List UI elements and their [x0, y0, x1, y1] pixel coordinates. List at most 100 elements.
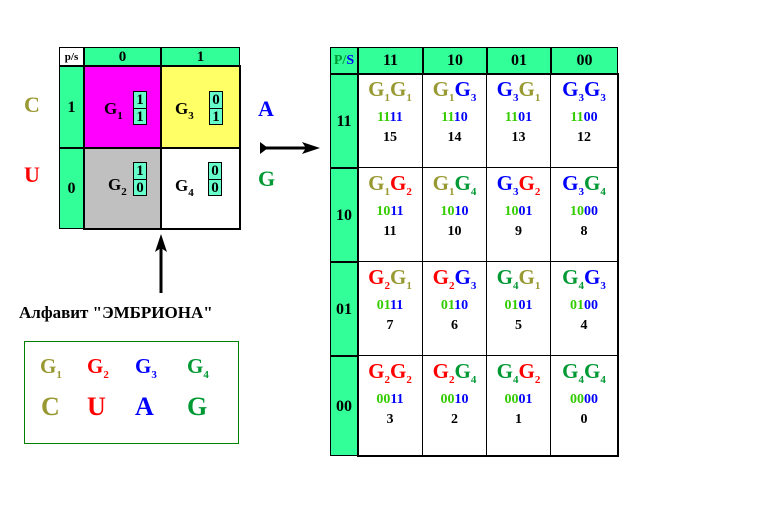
alphabet-title: Алфавит "ЭМБРИОНА" — [19, 303, 213, 322]
big-table-cell: G4G2 0001 1 — [487, 356, 551, 456]
decimal-number: 12 — [577, 130, 591, 145]
small-map-divider-v — [160, 66, 162, 229]
binary-code: 1001 — [487, 204, 550, 220]
code-high: 00 — [570, 392, 584, 407]
decimal-number: 6 — [451, 318, 458, 333]
first-letter: G3 — [496, 77, 519, 104]
codon-pair: G2G3 — [423, 266, 486, 292]
alphabet-letter-u: U — [87, 392, 106, 421]
code-high: 10 — [440, 204, 455, 219]
binary-code: 1110 — [423, 110, 486, 126]
first-letter: G1 — [368, 171, 390, 198]
binary-code: 1100 — [551, 110, 617, 126]
binary-code: 0000 — [551, 392, 617, 408]
code-high: 01 — [570, 298, 584, 313]
side-letter-u: U — [24, 162, 40, 187]
decimal-number: 2 — [451, 412, 458, 427]
first-letter: G1 — [432, 171, 455, 198]
code-low: 11 — [390, 204, 404, 219]
side-letter-a: A — [258, 96, 274, 121]
binary-code: 0110 — [423, 298, 486, 314]
small-map-row-header-0: 0 — [59, 148, 84, 229]
second-letter: G4 — [584, 171, 606, 198]
code-high: 01 — [376, 298, 390, 313]
corner-p: P/ — [333, 53, 347, 68]
big-table-row-header: 00 — [330, 356, 358, 456]
second-letter: G4 — [454, 359, 477, 386]
codon-pair: G2G2 — [358, 360, 422, 386]
big-table-col-header: 10 — [423, 47, 487, 74]
codon-pair: G3G3 — [551, 78, 617, 104]
codon-pair: G1G4 — [423, 172, 486, 198]
code-low: 00 — [584, 298, 598, 313]
binary-code: 0111 — [358, 298, 422, 314]
code-low: 01 — [518, 110, 533, 125]
second-letter: G1 — [390, 77, 412, 104]
decimal-number: 0 — [580, 412, 588, 427]
binary-code: 1101 — [487, 110, 550, 126]
alphabet-g1: G1 — [40, 354, 62, 381]
first-letter: G4 — [562, 359, 584, 386]
second-letter: G3 — [584, 77, 606, 104]
first-letter: G1 — [368, 77, 390, 104]
second-letter: G3 — [454, 77, 477, 104]
code-low: 01 — [518, 204, 533, 219]
alphabet-box: G1 G2 G3 G4 C U A G — [24, 341, 239, 444]
decimal-number: 10 — [447, 224, 462, 239]
code-low: 10 — [454, 392, 469, 407]
decimal-number: 5 — [515, 318, 522, 333]
alphabet-letter-c: C — [41, 392, 60, 421]
code-low: 01 — [518, 298, 533, 313]
big-table-row-header: 01 — [330, 262, 358, 356]
first-letter: G2 — [432, 265, 455, 292]
small-map-divider-h — [84, 147, 240, 149]
second-letter: G2 — [518, 359, 541, 386]
first-letter: G4 — [496, 359, 519, 386]
codon-pair: G4G2 — [487, 360, 550, 386]
code-high: 11 — [377, 110, 390, 125]
first-letter: G2 — [368, 265, 390, 292]
small-map-col-header-0: 0 — [84, 47, 161, 66]
code-high: 11 — [504, 110, 519, 125]
cell-label: G3 — [175, 99, 194, 122]
alphabet-g2: G2 — [87, 354, 109, 381]
codon-pair: G1G2 — [358, 172, 422, 198]
decimal-number: 1 — [515, 412, 522, 427]
second-letter: G2 — [390, 171, 412, 198]
code-low: 10 — [454, 204, 469, 219]
decimal-number: 3 — [386, 412, 394, 427]
second-letter: G4 — [454, 171, 477, 198]
decimal-number: 13 — [511, 130, 526, 145]
cell-label: G2 — [108, 175, 127, 198]
code-high: 01 — [504, 298, 519, 313]
second-letter: G2 — [390, 359, 412, 386]
codon-pair: G3G1 — [487, 78, 550, 104]
first-letter: G1 — [432, 77, 455, 104]
right-arrow-icon — [260, 142, 320, 154]
decimal-number: 7 — [386, 318, 394, 333]
big-table-border — [357, 73, 619, 457]
codon-pair: G1G1 — [358, 78, 422, 104]
codon-pair: G4G4 — [551, 360, 617, 386]
second-letter: G2 — [518, 171, 541, 198]
binary-code: 1010 — [423, 204, 486, 220]
codon-pair: G2G1 — [358, 266, 422, 292]
second-letter: G4 — [584, 359, 606, 386]
alphabet-letter-g: G — [187, 392, 208, 421]
codon-pair: G3G2 — [487, 172, 550, 198]
binary-code: 1011 — [358, 204, 422, 220]
big-table-row-header: 11 — [330, 74, 358, 168]
second-letter: G1 — [390, 265, 412, 292]
big-table-row-header: 10 — [330, 168, 358, 262]
binary-code: 0001 — [487, 392, 550, 408]
